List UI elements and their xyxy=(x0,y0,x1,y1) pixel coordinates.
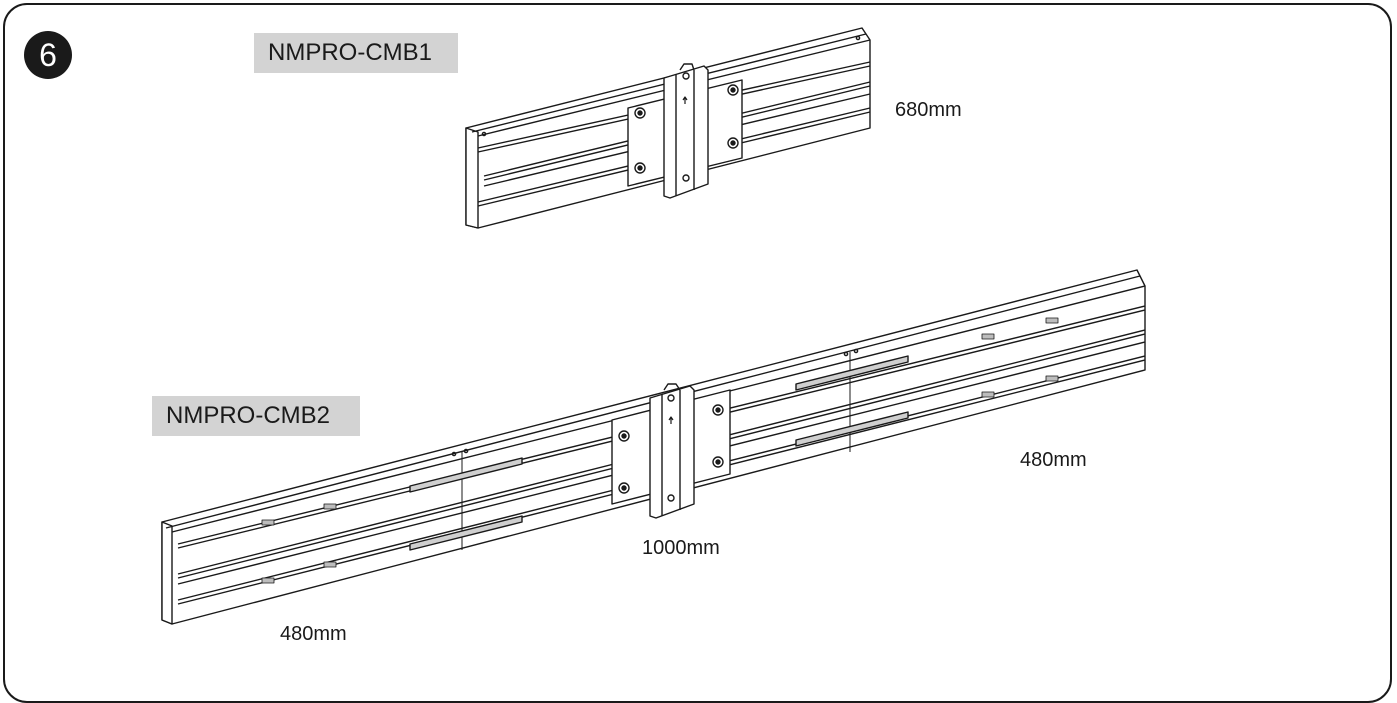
dimension-label-cmb2-center: 1000mm xyxy=(642,537,720,559)
model-label-cmb2: NMPRO-CMB2 xyxy=(152,396,360,436)
step-number-badge: 6 xyxy=(24,31,72,79)
dimension-label-cmb2-right-section: 480mm xyxy=(1020,449,1087,471)
dimension-label-cmb2-left-section: 480mm xyxy=(280,623,347,645)
mounting-rails-illustration xyxy=(161,27,1146,625)
model-label-cmb1: NMPRO-CMB1 xyxy=(254,33,458,73)
rail-cmb1 xyxy=(465,27,871,229)
rail-cmb2 xyxy=(161,269,1146,625)
dimension-label-cmb1-length: 680mm xyxy=(895,99,962,121)
